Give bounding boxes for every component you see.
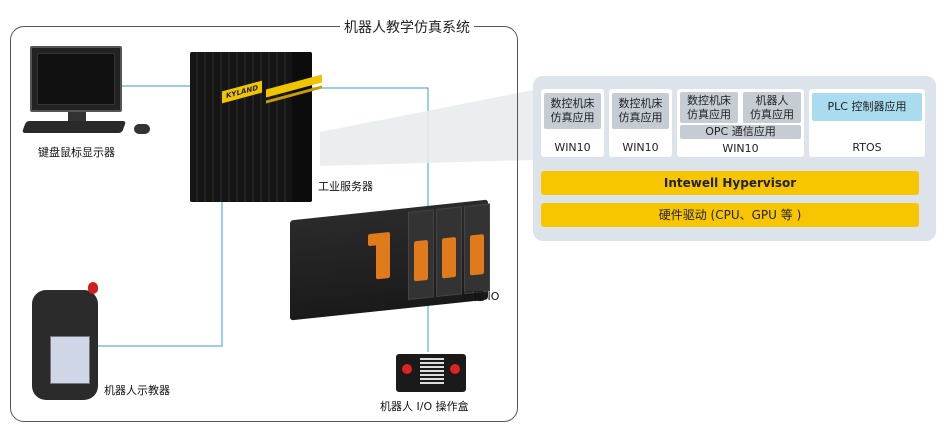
server-label: 工业服务器	[318, 180, 373, 193]
monitor-image	[30, 46, 122, 112]
io-box-image	[396, 354, 466, 392]
vm-3-opc-app: OPC 通信应用	[680, 125, 801, 139]
monitor-stand	[68, 112, 86, 122]
link-server-rio	[312, 87, 429, 222]
callout-wedge	[320, 90, 533, 166]
vm-1-app: 数控机床 仿真应用	[544, 93, 601, 129]
vm-3-app-robot: 机器人 仿真应用	[743, 92, 801, 123]
vm-2-app: 数控机床 仿真应用	[612, 93, 669, 129]
vm-2: 数控机床 仿真应用 WIN10	[609, 89, 672, 157]
vm-1-os: WIN10	[554, 141, 591, 154]
link-server-pendant	[98, 202, 223, 347]
vm-3-os: WIN10	[722, 142, 759, 155]
io-box-label: 机器人 I/O 操作盒	[380, 400, 469, 413]
server-image	[190, 52, 312, 202]
pendant-screen	[50, 336, 90, 384]
remote-io-image	[290, 199, 490, 321]
pendant-label: 机器人示教器	[104, 384, 170, 397]
vm-4-app: PLC 控制器应用	[812, 93, 922, 121]
vm-3-app-cnc: 数控机床 仿真应用	[680, 92, 738, 123]
vm-3: 数控机床 仿真应用 机器人 仿真应用 OPC 通信应用 WIN10	[677, 89, 804, 157]
vm-1: 数控机床 仿真应用 WIN10	[541, 89, 604, 157]
remote-io-label: 远程 IO	[462, 290, 500, 303]
vm-2-os: WIN10	[622, 141, 659, 154]
mouse-image	[134, 124, 150, 134]
emergency-stop-icon	[88, 282, 98, 294]
vm-4-os: RTOS	[852, 141, 882, 154]
monitor-label: 键盘鼠标显示器	[38, 146, 115, 159]
keyboard-image	[21, 121, 127, 133]
hardware-driver-bar: 硬件驱动 (CPU、GPU 等 )	[541, 203, 919, 227]
vm-4: PLC 控制器应用 RTOS	[809, 89, 925, 157]
system-title: 机器人教学仿真系统	[340, 17, 474, 37]
system-frame	[10, 26, 518, 422]
hypervisor-bar: Intewell Hypervisor	[541, 171, 919, 195]
